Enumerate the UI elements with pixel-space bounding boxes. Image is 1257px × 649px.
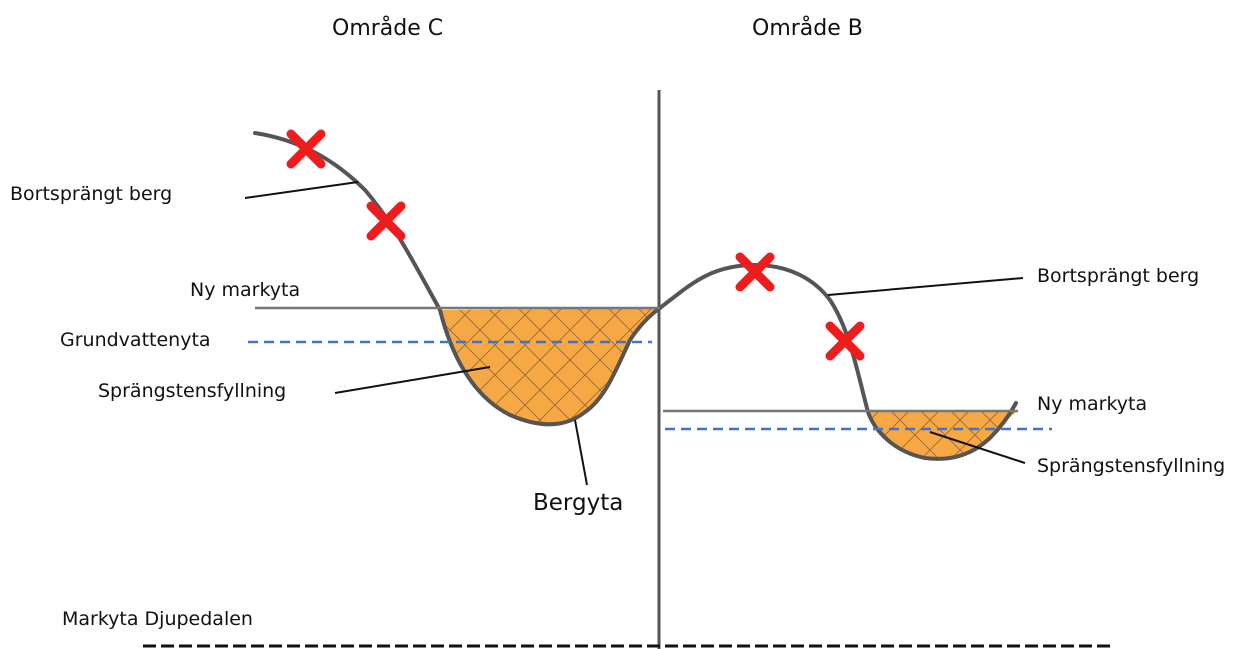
- rock-profile-area-c: [253, 131, 662, 427]
- label-blast-fill-c: Sprängstensfyllning: [98, 380, 287, 402]
- blast-fill-area-c: [440, 308, 660, 425]
- label-blast-fill-b: Sprängstensfyllning: [1037, 455, 1226, 477]
- label-groundwater-c: Grundvattenyta: [60, 329, 211, 351]
- red-x-icon: [735, 252, 775, 292]
- label-rock-surface: Bergyta: [533, 490, 624, 516]
- leader-blasted-rock-b: [827, 277, 1024, 296]
- label-new-surface-b: Ny markyta: [1037, 393, 1148, 415]
- red-x-icon: [366, 201, 406, 241]
- label-blasted-rock-b: Bortsprängt berg: [1037, 265, 1200, 287]
- label-area-b: Område B: [752, 16, 863, 41]
- label-new-surface-c: Ny markyta: [190, 279, 301, 301]
- label-area-c: Område C: [332, 16, 444, 41]
- leader-rock-surface: [574, 419, 588, 486]
- leader-blast-fill-b: [929, 431, 1026, 464]
- leader-blasted-rock-c: [244, 181, 359, 199]
- leader-blast-fill-c: [334, 366, 491, 394]
- red-x-icon: [286, 129, 326, 169]
- label-blasted-rock-c: Bortsprängt berg: [10, 183, 173, 205]
- label-ground-level-djupedalen: Markyta Djupedalen: [62, 608, 253, 630]
- red-x-icon: [825, 321, 865, 361]
